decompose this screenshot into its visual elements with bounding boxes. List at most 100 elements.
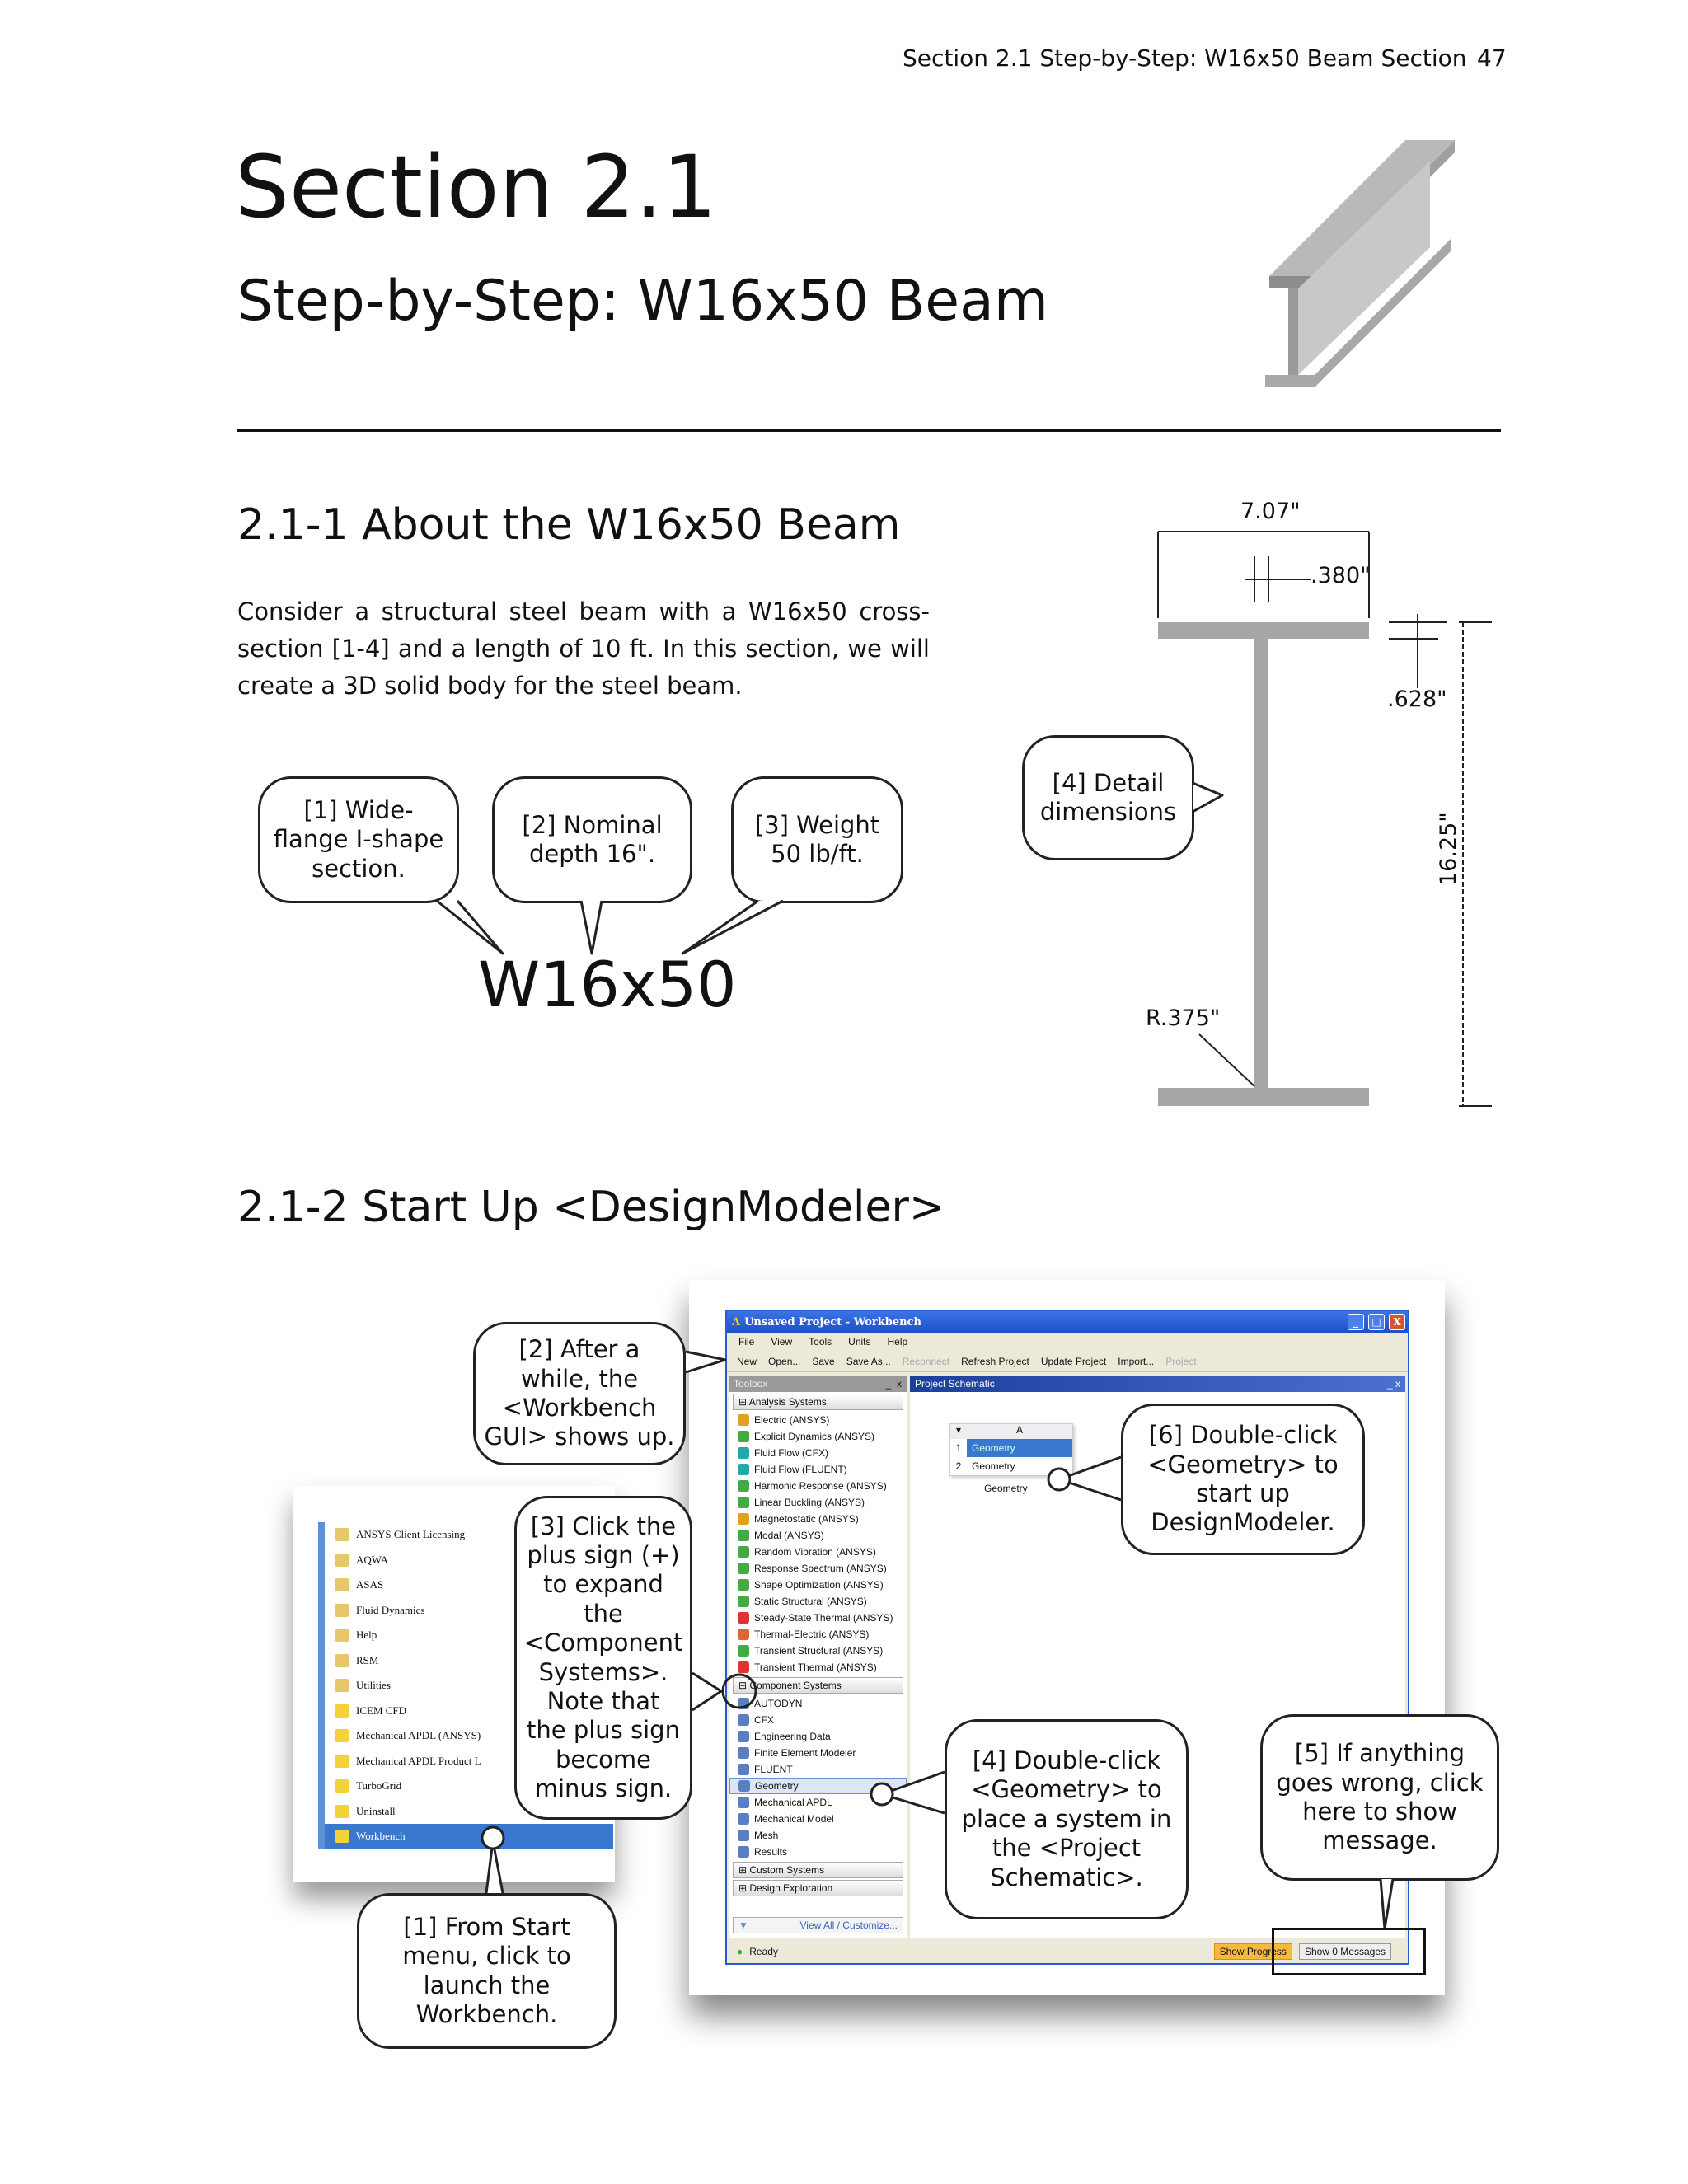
turbogrid-icon xyxy=(335,1779,349,1793)
toolbox-item-modal-ansys[interactable]: Modal (ANSYS) xyxy=(729,1527,907,1544)
mechanical-apdl-ansys-icon xyxy=(335,1729,349,1743)
toolbox-item-label: Steady-State Thermal (ANSYS) xyxy=(754,1612,893,1624)
start-menu-label: TurboGrid xyxy=(356,1779,402,1793)
toolbox-item-explicit-dynamics-ansys[interactable]: Explicit Dynamics (ANSYS) xyxy=(729,1428,907,1445)
menu-view[interactable]: View xyxy=(771,1336,793,1347)
start-menu-item-asas[interactable]: ASAS xyxy=(325,1572,613,1598)
group-component-systems[interactable]: ⊟ Component Systems xyxy=(733,1677,903,1694)
magnetostatic-ansys-icon xyxy=(738,1513,749,1525)
toolbox-item-label: Static Structural (ANSYS) xyxy=(754,1596,867,1607)
start-menu-item-mechanical-apdl-product-l[interactable]: Mechanical APDL Product L xyxy=(325,1749,613,1774)
mechanical-model-icon xyxy=(738,1813,749,1825)
page-number: 47 xyxy=(1477,45,1507,72)
steady-state-thermal-ansys-icon xyxy=(738,1612,749,1624)
toolbox-item-mechanical-model[interactable]: Mechanical Model xyxy=(729,1811,907,1827)
start-menu-item-icem-cfd[interactable]: ICEM CFD xyxy=(325,1699,613,1724)
show-messages-button[interactable]: Show 0 Messages xyxy=(1298,1943,1391,1960)
cfx-icon xyxy=(738,1714,749,1726)
start-menu-item-fluid-dynamics[interactable]: Fluid Dynamics xyxy=(325,1598,613,1624)
toolbar-update-project-button[interactable]: Update Project xyxy=(1040,1355,1107,1367)
maximize-button[interactable]: □ xyxy=(1368,1314,1385,1330)
start-menu-label: RSM xyxy=(356,1653,379,1666)
toolbox-item-thermal-electric-ansys[interactable]: Thermal-Electric (ANSYS) xyxy=(729,1626,907,1643)
start-menu-item-workbench[interactable]: Workbench xyxy=(325,1824,613,1849)
menu-tools[interactable]: Tools xyxy=(809,1336,832,1347)
view-all-customize-link[interactable]: ▼View All / Customize... xyxy=(733,1917,903,1933)
start-menu-item-mechanical-apdl-ansys[interactable]: Mechanical APDL (ANSYS) xyxy=(325,1723,613,1749)
section-subtitle: Step-by-Step: W16x50 Beam xyxy=(237,269,1049,334)
start-menu-item-utilities[interactable]: Utilities xyxy=(325,1673,613,1699)
toolbar-reconnect-button[interactable]: Reconnect xyxy=(902,1355,950,1367)
callout-wide-flange: [1] Wide-flange I-shape section. xyxy=(258,776,459,903)
toolbox-item-label: Response Spectrum (ANSYS) xyxy=(754,1563,887,1574)
toolbox-item-results[interactable]: Results xyxy=(729,1844,907,1860)
toolbox-item-harmonic-response-ansys[interactable]: Harmonic Response (ANSYS) xyxy=(729,1478,907,1494)
autodyn-icon xyxy=(738,1698,749,1709)
toolbar-save-button[interactable]: Save xyxy=(812,1355,835,1367)
toolbox-item-label: Transient Thermal (ANSYS) xyxy=(754,1661,877,1673)
group-custom-systems[interactable]: ⊞ Custom Systems xyxy=(733,1862,903,1878)
toolbox-item-autodyn[interactable]: AUTODYN xyxy=(729,1695,907,1712)
start-menu-label: Uninstall xyxy=(356,1804,396,1817)
toolbox-item-transient-thermal-ansys[interactable]: Transient Thermal (ANSYS) xyxy=(729,1659,907,1675)
menu-help[interactable]: Help xyxy=(887,1336,908,1347)
random-vibration-ansys-icon xyxy=(738,1546,749,1558)
cross-section-drawing: 7.07" .380" .628" 16.25" R.375" xyxy=(1146,490,1508,1117)
toolbox-item-geometry[interactable]: Geometry xyxy=(729,1778,907,1794)
toolbar-save-as-button[interactable]: Save As... xyxy=(846,1355,891,1367)
start-menu-item-ansys-client-licensing[interactable]: ANSYS Client Licensing xyxy=(325,1522,613,1548)
transient-structural-ansys-icon xyxy=(738,1645,749,1657)
toolbar-refresh-project-button[interactable]: Refresh Project xyxy=(961,1355,1029,1367)
system-row-geometry-2[interactable]: Geometry xyxy=(972,1460,1015,1472)
toolbox-item-cfx[interactable]: CFX xyxy=(729,1712,907,1728)
toolbox-item-label: Harmonic Response (ANSYS) xyxy=(754,1480,887,1492)
callout-launch-workbench: [1] From Start menu, click to launch the… xyxy=(357,1893,617,2049)
toolbox-item-magnetostatic-ansys[interactable]: Magnetostatic (ANSYS) xyxy=(729,1511,907,1527)
fluid-dynamics-icon xyxy=(335,1603,349,1617)
start-menu-item-rsm[interactable]: RSM xyxy=(325,1648,613,1674)
toolbox-item-label: Geometry xyxy=(755,1780,799,1792)
toolbar-project-button[interactable]: Project xyxy=(1165,1355,1197,1367)
toolbox-item-fluent[interactable]: FLUENT xyxy=(729,1761,907,1778)
system-row-geometry-1[interactable]: Geometry xyxy=(967,1439,1072,1457)
minimize-button[interactable]: _ xyxy=(1348,1314,1364,1330)
toolbar-open-button[interactable]: Open... xyxy=(768,1355,801,1367)
start-menu-item-aqwa[interactable]: AQWA xyxy=(325,1548,613,1573)
toolbox-item-engineering-data[interactable]: Engineering Data xyxy=(729,1728,907,1745)
fluent-icon xyxy=(738,1764,749,1775)
toolbox-item-transient-structural-ansys[interactable]: Transient Structural (ANSYS) xyxy=(729,1643,907,1659)
toolbar-import-button[interactable]: Import... xyxy=(1118,1355,1155,1367)
toolbox-item-linear-buckling-ansys[interactable]: Linear Buckling (ANSYS) xyxy=(729,1494,907,1511)
toolbox-item-finite-element-modeler[interactable]: Finite Element Modeler xyxy=(729,1745,907,1761)
group-analysis-systems[interactable]: ⊟ Analysis Systems xyxy=(733,1394,903,1410)
callout-show-message: [5] If anything goes wrong, click here t… xyxy=(1260,1714,1499,1881)
beam-3d-illustration xyxy=(1265,140,1455,387)
toolbox-item-label: Electric (ANSYS) xyxy=(754,1414,830,1426)
dim-flange-width: 7.07" xyxy=(1240,499,1301,524)
start-menu-item-help[interactable]: Help xyxy=(325,1623,613,1648)
start-menu-item-turbogrid[interactable]: TurboGrid xyxy=(325,1774,613,1799)
toolbox-item-steady-state-thermal-ansys[interactable]: Steady-State Thermal (ANSYS) xyxy=(729,1610,907,1626)
toolbox-item-fluid-flow-cfx[interactable]: Fluid Flow (CFX) xyxy=(729,1445,907,1461)
section-title: Section 2.1 xyxy=(235,137,717,237)
dim-depth: 16.25" xyxy=(1436,812,1461,886)
toolbox-item-response-spectrum-ansys[interactable]: Response Spectrum (ANSYS) xyxy=(729,1560,907,1577)
toolbox-item-mechanical-apdl[interactable]: Mechanical APDL xyxy=(729,1794,907,1811)
toolbox-item-static-structural-ansys[interactable]: Static Structural (ANSYS) xyxy=(729,1593,907,1610)
toolbox-item-mesh[interactable]: Mesh xyxy=(729,1827,907,1844)
toolbox-item-fluid-flow-fluent[interactable]: Fluid Flow (FLUENT) xyxy=(729,1461,907,1478)
toolbar-new-button[interactable]: New xyxy=(737,1355,757,1367)
toolbox-item-shape-optimization-ansys[interactable]: Shape Optimization (ANSYS) xyxy=(729,1577,907,1593)
group-design-exploration[interactable]: ⊞ Design Exploration xyxy=(733,1880,903,1896)
menu-file[interactable]: File xyxy=(738,1336,755,1347)
toolbox-item-random-vibration-ansys[interactable]: Random Vibration (ANSYS) xyxy=(729,1544,907,1560)
start-menu-item-uninstall[interactable]: Uninstall xyxy=(325,1799,613,1825)
close-button[interactable]: X xyxy=(1389,1314,1405,1330)
menu-units[interactable]: Units xyxy=(848,1336,871,1347)
toolbox-item-label: Mechanical APDL xyxy=(754,1797,832,1808)
toolbox-item-electric-ansys[interactable]: Electric (ANSYS) xyxy=(729,1412,907,1428)
results-icon xyxy=(738,1846,749,1858)
window-title: Unsaved Project - Workbench xyxy=(744,1315,921,1329)
thermal-electric-ansys-icon xyxy=(738,1629,749,1640)
